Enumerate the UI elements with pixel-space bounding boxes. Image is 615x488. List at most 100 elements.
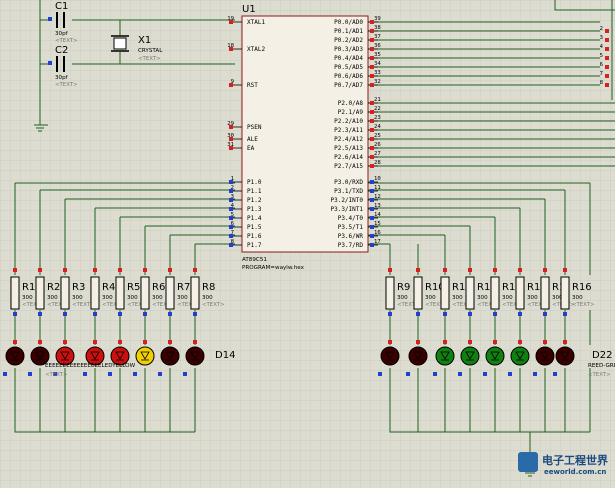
pin-marker xyxy=(13,268,17,272)
crystal-body xyxy=(113,37,127,50)
pin-marker xyxy=(13,340,17,344)
mcu-pin-label: XTAL1 xyxy=(247,19,265,26)
pin-marker xyxy=(48,61,52,65)
pin-marker xyxy=(543,340,547,344)
led-symbol xyxy=(385,351,395,360)
led-symbol xyxy=(440,351,450,360)
pin-marker xyxy=(93,312,97,316)
pin-marker xyxy=(493,312,497,316)
resistor-value: 300 xyxy=(572,295,583,301)
pin-marker xyxy=(118,340,122,344)
resistor-ref: R1 xyxy=(452,282,465,293)
pin-marker xyxy=(133,372,137,376)
pin-marker xyxy=(388,340,392,344)
pin-marker xyxy=(605,29,609,33)
pin-marker xyxy=(370,164,374,168)
mcu-pin-label: P2.7/A15 xyxy=(334,163,363,170)
components: C130pf<TEXT>C230pf<TEXT>X1CRYSTAL<TEXT>U… xyxy=(3,1,615,476)
wiring xyxy=(14,0,615,477)
mcu-pin-label: P1.1 xyxy=(247,188,262,195)
pin-marker xyxy=(83,372,87,376)
resistor-body xyxy=(413,276,423,310)
led-red xyxy=(53,340,75,376)
resistor-value: 300 xyxy=(22,295,33,301)
led-green xyxy=(458,340,480,376)
pin-marker xyxy=(229,216,233,220)
pin-marker xyxy=(370,198,374,202)
resistor-value: 300 xyxy=(47,295,58,301)
pin-marker xyxy=(3,372,7,376)
led-dark xyxy=(28,340,50,376)
resistor-body xyxy=(190,276,200,310)
pin-marker xyxy=(468,268,472,272)
pin-marker xyxy=(543,312,547,316)
resistor-body xyxy=(10,276,20,310)
pin-marker xyxy=(193,340,197,344)
led-yellow xyxy=(133,340,155,376)
mcu-pin-number: 26 xyxy=(374,142,381,148)
capacitor-ref: C1 xyxy=(55,1,68,12)
mcu-pin-label: P0.5/AD5 xyxy=(334,64,363,71)
pin-marker xyxy=(370,56,374,60)
watermark-cn: 电子工程世界 xyxy=(542,453,608,467)
pin-marker xyxy=(370,65,374,69)
resistor-body xyxy=(385,276,395,310)
resistor-value: 300 xyxy=(127,295,138,301)
crystal-ref: X1 xyxy=(138,35,151,46)
header-pin-number: 8 xyxy=(600,80,604,86)
resistor-ref: R1 xyxy=(477,282,490,293)
mcu-pin-label: P2.4/A12 xyxy=(334,136,363,143)
pin-marker xyxy=(406,372,410,376)
mcu-pin-number: 7 xyxy=(231,230,234,236)
mcu-pin-label: P3.4/T0 xyxy=(338,215,364,222)
led-body xyxy=(535,346,555,366)
pin-marker xyxy=(38,312,42,316)
pin-marker xyxy=(370,38,374,42)
pin-marker xyxy=(93,268,97,272)
mcu-body xyxy=(241,15,369,253)
resistor-body xyxy=(140,276,150,310)
pin-marker xyxy=(443,268,447,272)
led-body xyxy=(135,346,155,366)
mcu-pin-number: 34 xyxy=(374,61,381,67)
pin-marker xyxy=(533,372,537,376)
pin-marker xyxy=(63,312,67,316)
mcu-pin-number: 30 xyxy=(227,133,234,139)
pin-marker xyxy=(483,372,487,376)
mcu-pin-label: RST xyxy=(247,82,258,89)
pin-marker xyxy=(229,189,233,193)
resistors-left: R1300<TEXT>R2300<TEXT>R3300<TEXT>R4300<T… xyxy=(10,268,225,316)
led-body xyxy=(30,346,50,366)
pin-marker xyxy=(468,340,472,344)
led-body xyxy=(110,346,130,366)
led-green xyxy=(433,340,455,376)
mcu-pin-number: 1 xyxy=(231,176,234,182)
led-symbol xyxy=(540,351,550,360)
resistor-ref: R8 xyxy=(202,282,215,293)
resistor-body xyxy=(35,276,45,310)
mcu-pin-number: 9 xyxy=(231,79,234,85)
resistor-value: 300 xyxy=(425,295,436,301)
pin-marker xyxy=(63,340,67,344)
pin-marker xyxy=(370,128,374,132)
mcu-pin-number: 6 xyxy=(231,221,234,227)
mcu-pin-number: 32 xyxy=(374,79,381,85)
resistor-ref: R7 xyxy=(177,282,190,293)
led-body xyxy=(460,346,480,366)
mcu-pin-label: P3.7/RD xyxy=(338,242,364,249)
pin-marker xyxy=(370,47,374,51)
capacitor-value: 30pf xyxy=(55,31,69,37)
mcu-pin-number: 5 xyxy=(231,212,234,218)
pin-marker xyxy=(370,234,374,238)
mcu-pin-number: 17 xyxy=(374,239,381,245)
pin-marker xyxy=(108,372,112,376)
resistor-ref: R3 xyxy=(72,282,85,293)
led-red xyxy=(108,340,130,376)
